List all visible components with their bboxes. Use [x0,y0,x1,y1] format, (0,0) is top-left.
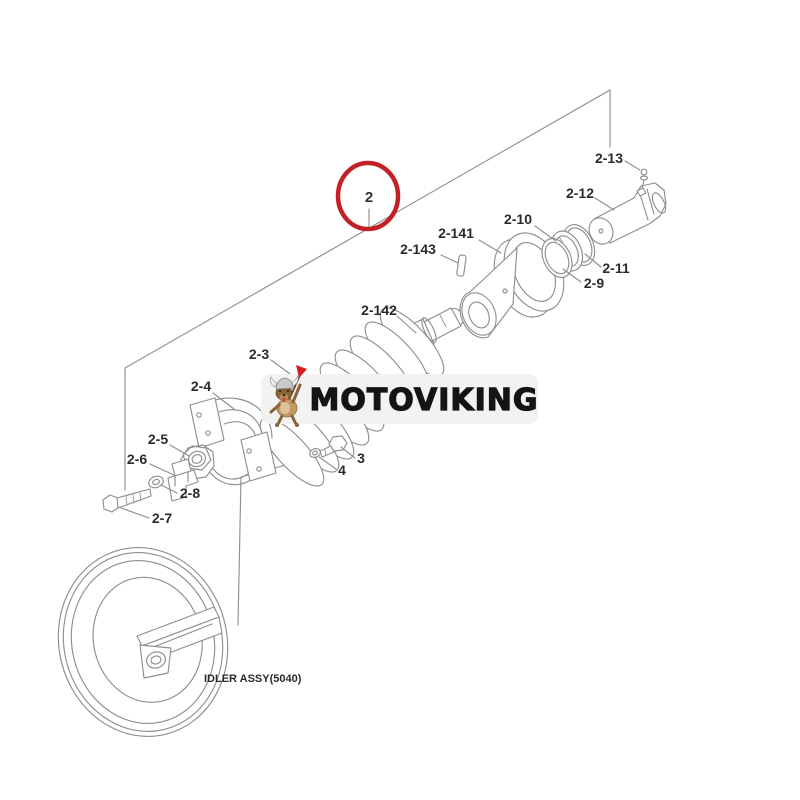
part-label-2-4: 2-4 [191,378,211,394]
bolt-3-drawing [319,435,348,458]
idler-wheel-drawing [57,547,229,737]
part-label-2-142: 2-142 [361,302,397,318]
part-labels: 2-13 2-12 2-10 2-11 2-9 2-141 2-143 2-14… [127,150,630,526]
part-label-2-8: 2-8 [180,485,200,501]
highlight-number: 2 [365,189,373,206]
brand-wordmark: MOTOVIKING [309,383,538,418]
grease-nipple-2-13-drawing [639,168,649,189]
grease-cylinder-2-12-drawing [588,182,667,245]
seal-ring-2-9 [541,237,573,279]
part-label-2-11: 2-11 [602,260,629,276]
part-label-2-10: 2-10 [504,211,532,227]
wheel-hub-block [139,644,172,679]
part-label-2-141: 2-141 [438,225,474,241]
nipple-boss [636,187,647,197]
part-label-2-9: 2-9 [584,275,604,291]
part-label-2-13: 2-13 [595,150,623,166]
part-label-2-143: 2-143 [400,241,436,257]
part-label-2-6: 2-6 [127,451,147,467]
bolt-2-7-drawing [102,488,152,513]
highlighted-item-callout: 2 [335,160,401,232]
red-highlight-circle [335,160,401,232]
washer-2-8-drawing [148,475,164,489]
part-label-2-12: 2-12 [566,185,594,201]
part-label-4: 4 [338,462,346,478]
clamp-2-6-drawing [167,458,199,502]
part-label-2-7: 2-7 [152,510,172,526]
assembly-caption: IDLER ASSY(5040) [204,673,302,685]
label-leader-lines [120,160,641,519]
part-label-3: 3 [357,450,365,466]
part-label-2-3: 2-3 [249,346,269,362]
pin-2-143-drawing [456,254,467,277]
mascot-flag [296,365,307,378]
part-label-2-5: 2-5 [148,431,168,447]
watermark: MOTOVIKING [261,365,538,427]
watermark-band [261,374,538,424]
seal-ring-set-drawing [541,224,596,279]
viking-dog-mascot-icon [269,365,307,427]
washer-4-drawing [309,448,321,458]
